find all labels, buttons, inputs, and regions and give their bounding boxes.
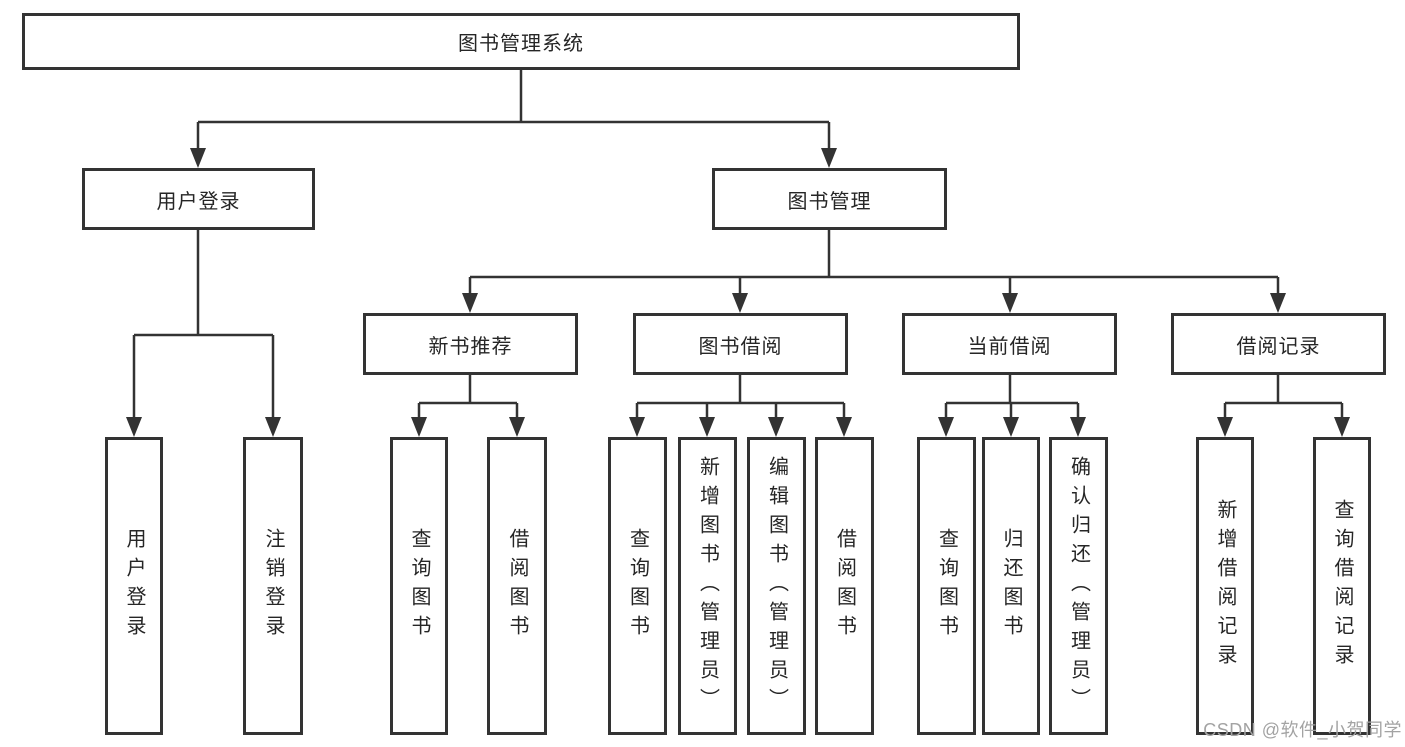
- leaf-query-books-current-label: 查询图书: [935, 528, 958, 644]
- leaf-edit-book-admin: 编辑图书（管理员）: [747, 437, 806, 735]
- leaf-query-books-current: 查询图书: [917, 437, 976, 735]
- node-root-label: 图书管理系统: [458, 33, 584, 55]
- arrow-down-icon: [411, 417, 427, 437]
- leaf-return-books-label: 归还图书: [1000, 528, 1022, 644]
- leaf-add-borrow-record-label: 新增借阅记录: [1214, 499, 1236, 673]
- leaf-confirm-return-admin: 确认归还（管理员）: [1049, 437, 1108, 735]
- node-borrowing-records-label: 借阅记录: [1236, 335, 1321, 358]
- leaf-add-book-admin: 新增图书（管理员）: [678, 437, 737, 735]
- node-user-login-label: 用户登录: [156, 190, 241, 213]
- leaf-user-login: 用户登录: [105, 437, 163, 735]
- node-borrowing-records: 借阅记录: [1171, 313, 1386, 375]
- leaf-add-book-admin-label: 新增图书（管理员）: [696, 455, 719, 717]
- arrow-down-icon: [265, 417, 281, 437]
- arrow-down-icon: [768, 417, 784, 437]
- arrow-down-icon: [699, 417, 715, 437]
- arrow-down-icon: [836, 417, 852, 437]
- arrow-down-icon: [509, 417, 525, 437]
- leaf-query-books-borrow-label: 查询图书: [626, 528, 649, 644]
- arrow-down-icon: [821, 148, 837, 168]
- arrow-down-icon: [1002, 293, 1018, 313]
- connector-paths: [132, 70, 1344, 419]
- arrowheads: [126, 148, 1350, 437]
- arrow-down-icon: [190, 148, 206, 168]
- node-new-book-recommend-label: 新书推荐: [428, 335, 513, 358]
- leaf-add-borrow-record: 新增借阅记录: [1196, 437, 1254, 735]
- arrow-down-icon: [1070, 417, 1086, 437]
- leaf-query-borrow-record-label: 查询借阅记录: [1331, 499, 1353, 673]
- arrow-down-icon: [1270, 293, 1286, 313]
- arrow-down-icon: [462, 293, 478, 313]
- csdn-watermark: CSDN @软件_小贺同学: [1203, 720, 1402, 740]
- leaf-confirm-return-admin-label: 确认归还（管理员）: [1067, 455, 1090, 717]
- node-book-borrowing-label: 图书借阅: [698, 335, 783, 358]
- leaf-borrow-books-recommend-label: 借阅图书: [506, 528, 528, 644]
- leaf-return-books: 归还图书: [982, 437, 1040, 735]
- arrow-down-icon: [629, 417, 645, 437]
- leaf-borrow-books-recommend: 借阅图书: [487, 437, 547, 735]
- leaf-logout: 注销登录: [243, 437, 303, 735]
- node-user-login: 用户登录: [82, 168, 315, 230]
- leaf-borrow-books: 借阅图书: [815, 437, 874, 735]
- leaf-query-books-recommend: 查询图书: [390, 437, 448, 735]
- arrow-down-icon: [1217, 417, 1233, 437]
- leaf-query-books-recommend-label: 查询图书: [408, 528, 430, 644]
- node-book-management-label: 图书管理: [787, 190, 872, 213]
- arrow-down-icon: [126, 417, 142, 437]
- leaf-logout-label: 注销登录: [262, 528, 284, 644]
- node-root: 图书管理系统: [22, 13, 1020, 70]
- leaf-edit-book-admin-label: 编辑图书（管理员）: [765, 455, 788, 717]
- node-current-borrowing-label: 当前借阅: [967, 335, 1052, 358]
- leaf-query-books-borrow: 查询图书: [608, 437, 667, 735]
- leaf-query-borrow-record: 查询借阅记录: [1313, 437, 1371, 735]
- leaf-borrow-books-label: 借阅图书: [833, 528, 856, 644]
- arrow-down-icon: [732, 293, 748, 313]
- node-book-borrowing: 图书借阅: [633, 313, 848, 375]
- arrow-down-icon: [1334, 417, 1350, 437]
- arrow-down-icon: [938, 417, 954, 437]
- arrow-down-icon: [1003, 417, 1019, 437]
- node-current-borrowing: 当前借阅: [902, 313, 1117, 375]
- node-new-book-recommend: 新书推荐: [363, 313, 578, 375]
- node-book-management: 图书管理: [712, 168, 947, 230]
- leaf-user-login-label: 用户登录: [123, 528, 145, 644]
